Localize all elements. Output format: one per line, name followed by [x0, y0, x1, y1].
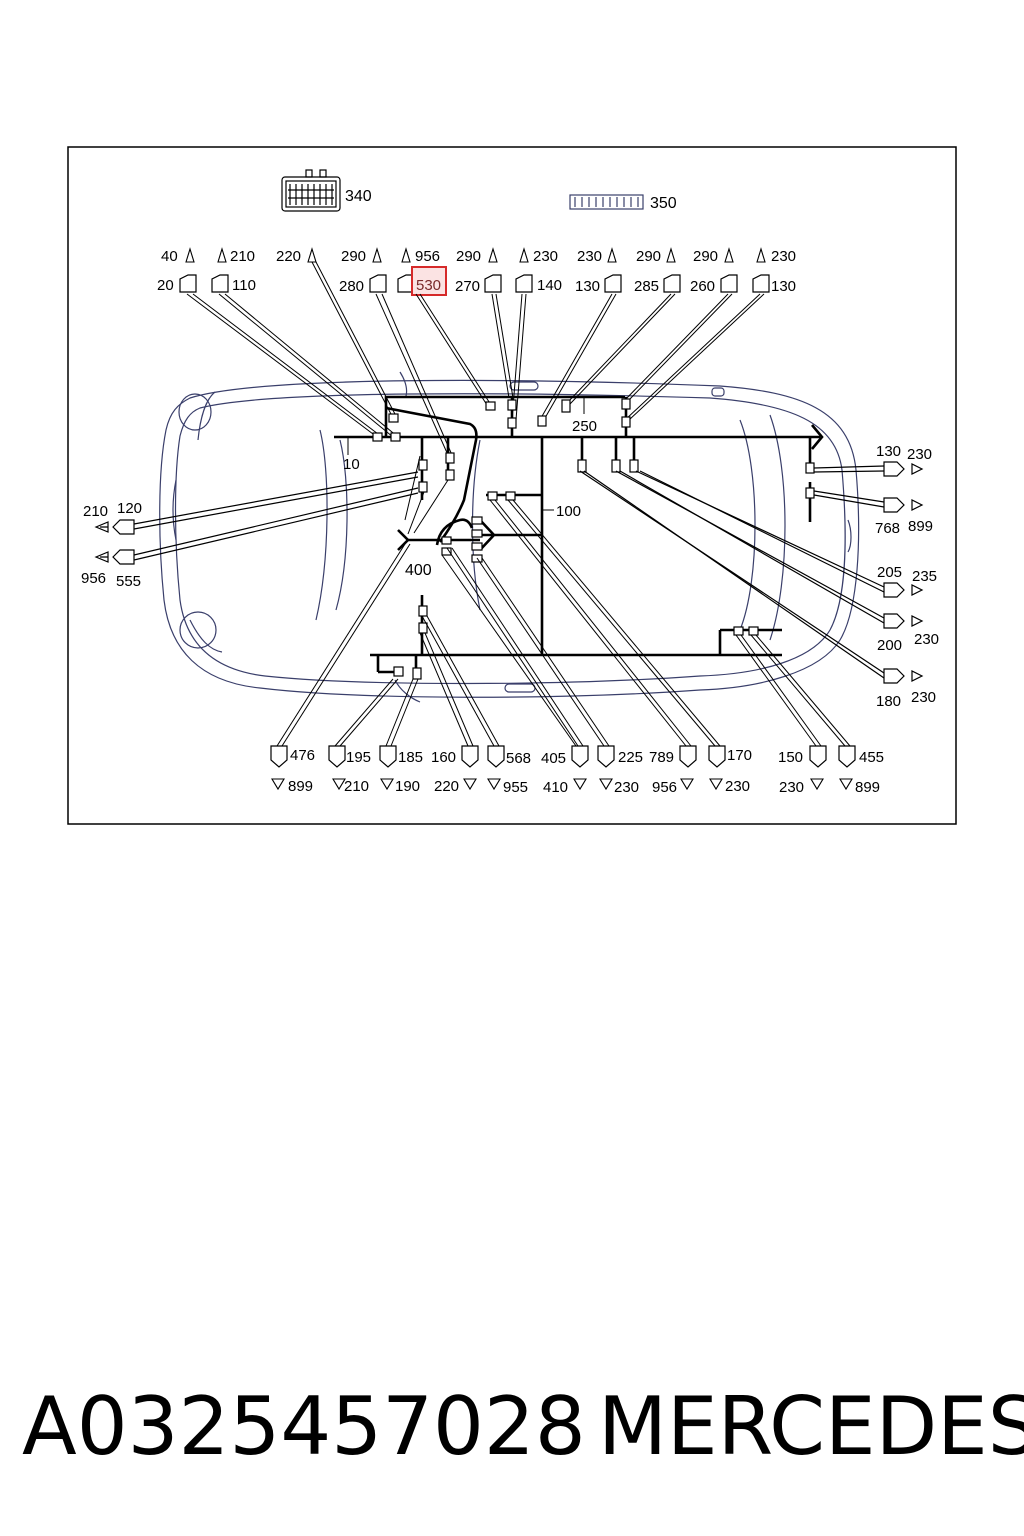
label-d190: 190 — [395, 778, 420, 795]
label-t230c: 230 — [771, 248, 796, 265]
label-d899b: 899 — [855, 779, 880, 796]
label-u225: 225 — [618, 749, 643, 766]
label-d410: 410 — [543, 779, 568, 796]
label-u150: 150 — [778, 749, 803, 766]
top-terminal-icons — [185, 247, 766, 263]
label-u170: 170 — [727, 747, 752, 764]
label-u160: 160 — [431, 749, 456, 766]
label-d230b: 230 — [725, 778, 750, 795]
label-d956: 956 — [652, 779, 677, 796]
label-u455: 455 — [859, 749, 884, 766]
diagram-frame — [67, 146, 957, 825]
top-leader-lines — [186, 261, 765, 456]
label-d899a: 899 — [288, 778, 313, 795]
label-r230a: 230 — [907, 446, 932, 463]
label-h400: 400 — [405, 562, 432, 579]
bottom-terminal-icons — [271, 778, 853, 791]
label-t230a: 230 — [533, 248, 558, 265]
label-340: 340 — [345, 188, 372, 205]
label-r230c: 230 — [911, 689, 936, 706]
label-h250: 250 — [572, 418, 597, 435]
label-u185: 185 — [398, 749, 423, 766]
label-b270: 270 — [455, 278, 480, 295]
car-outline — [159, 371, 860, 703]
label-r230b: 230 — [914, 631, 939, 648]
label-u568: 568 — [506, 750, 531, 767]
label-t956: 956 — [415, 248, 440, 265]
label-b110: 110 — [232, 277, 256, 294]
label-b140: 140 — [537, 277, 562, 294]
bottom-leader-lines — [276, 455, 851, 747]
label-t290c: 290 — [636, 248, 661, 265]
right-connectors — [579, 461, 924, 684]
label-l120: 120 — [117, 500, 142, 517]
label-r180: 180 — [876, 693, 901, 710]
label-r205: 205 — [877, 564, 902, 581]
label-d230c: 230 — [779, 779, 804, 796]
label-r200: 200 — [877, 637, 902, 654]
label-h100: 100 — [556, 503, 581, 520]
label-t220: 220 — [276, 248, 301, 265]
label-l210: 210 — [83, 503, 108, 520]
label-t210: 210 — [230, 248, 255, 265]
connector-350 — [569, 194, 644, 210]
label-u789: 789 — [649, 749, 674, 766]
label-b130a: 130 — [575, 278, 600, 295]
label-b280: 280 — [339, 278, 364, 295]
label-u405: 405 — [541, 750, 566, 767]
label-t290a: 290 — [341, 248, 366, 265]
label-t40: 40 — [161, 248, 178, 265]
left-connectors — [94, 471, 419, 565]
connector-340 — [281, 169, 341, 212]
label-d210: 210 — [344, 778, 369, 795]
label-r235: 235 — [912, 568, 937, 585]
harness-thin — [347, 397, 585, 511]
label-b130b: 130 — [771, 278, 796, 295]
bottom-connector-housings — [270, 745, 856, 768]
label-d955: 955 — [503, 779, 528, 796]
label-t290b: 290 — [456, 248, 481, 265]
part-number: A0325457028 — [22, 1380, 586, 1473]
highlight-box-530 — [411, 266, 447, 296]
label-u195: 195 — [346, 749, 371, 766]
label-350: 350 — [650, 195, 677, 212]
brand-name: MERCEDES — [598, 1380, 1024, 1473]
label-b20: 20 — [157, 277, 174, 294]
label-b285: 285 — [634, 278, 659, 295]
label-r768: 768 — [875, 520, 900, 537]
label-l956: 956 — [81, 570, 106, 587]
label-t290d: 290 — [693, 248, 718, 265]
label-d220: 220 — [434, 778, 459, 795]
label-r130: 130 — [876, 443, 901, 460]
label-t230b: 230 — [577, 248, 602, 265]
label-h10: 10 — [343, 456, 360, 473]
top-connector-housings — [179, 274, 770, 293]
label-u476: 476 — [290, 747, 315, 764]
label-r899: 899 — [908, 518, 933, 535]
label-l555: 555 — [116, 573, 141, 590]
label-d230a: 230 — [614, 779, 639, 796]
highlight-label-530: 530 — [416, 277, 441, 294]
label-b260: 260 — [690, 278, 715, 295]
